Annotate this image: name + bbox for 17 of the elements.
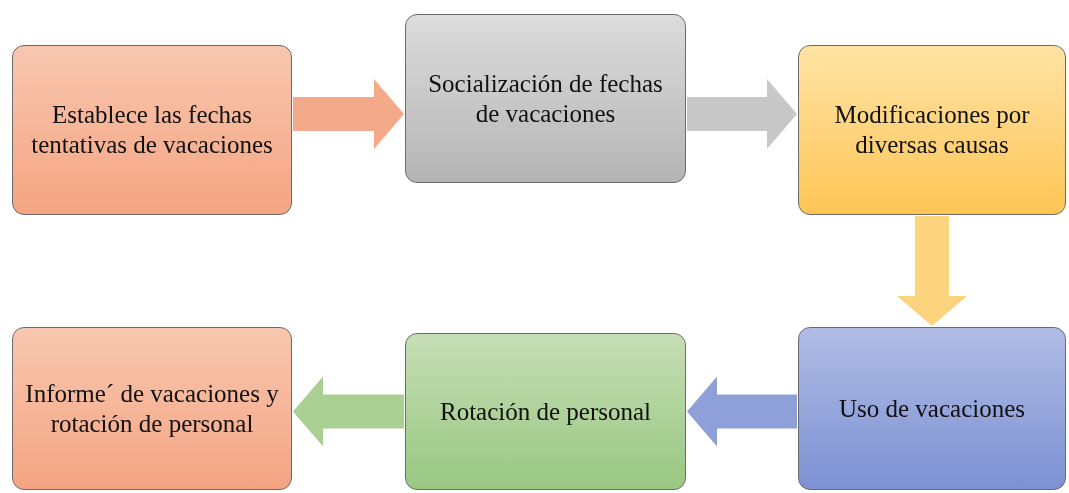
- box-label: Establece las fechas tentativas de vacaciones: [30, 100, 274, 160]
- process-box: [405, 14, 686, 183]
- box-label: Uso de vacaciones: [838, 393, 1025, 424]
- box-label: Rotación de personal: [439, 396, 652, 427]
- process-box: [12, 45, 292, 215]
- process-box: [798, 327, 1066, 490]
- box-label: Socialización de fechas de vacaciones: [427, 68, 664, 129]
- process-box: [798, 45, 1066, 215]
- process-box: [12, 327, 292, 490]
- block-arrow: [687, 79, 797, 149]
- box-label: Modificaciones por diversas causas: [833, 100, 1031, 160]
- process-box: [405, 333, 686, 490]
- block-arrow: [897, 216, 967, 326]
- box-label: Informe´ de vacaciones y rotación de personal: [25, 378, 279, 439]
- block-arrow: [293, 79, 404, 149]
- block-arrow: [687, 376, 797, 447]
- block-arrow: [293, 376, 404, 447]
